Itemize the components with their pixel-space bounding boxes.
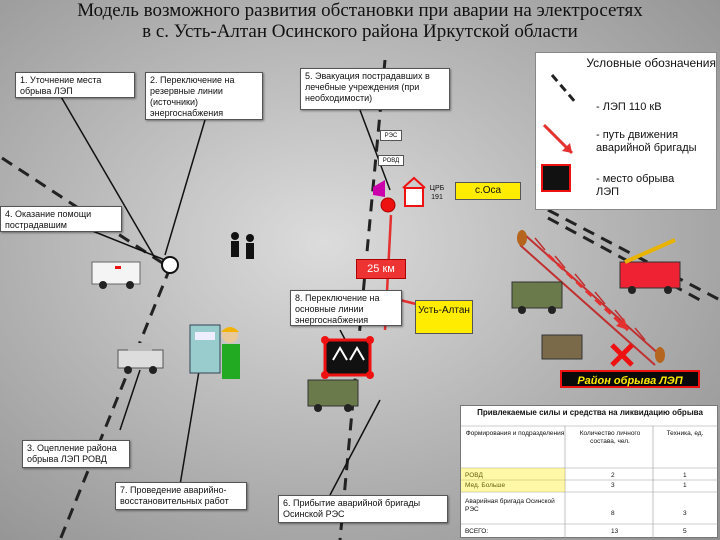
legend-line-label: - ЛЭП 110 кВ [596,101,662,113]
step-8-box: 8. Переключение на основные линии энерго… [290,290,402,326]
leader-s4 [89,229,171,263]
leader-s1 [59,94,156,259]
table-cell: 8 [611,510,615,517]
crane-truck-icon [619,238,681,294]
leader-s7 [179,364,201,486]
control-panel-icon [189,324,221,374]
break-site-icon [321,336,374,379]
legend: Условные обозначения - ЛЭП 110 кВ - путь… [535,52,717,210]
header-cell: Техника, ед. [666,430,704,437]
legend-break-symbol [541,164,571,192]
forces-title: Привлекаемые силы и средства на ликвидац… [477,408,703,417]
table-cell: 13 [611,528,619,535]
table-cell: 2 [611,472,615,479]
break-cross-icon [610,343,634,367]
title-line-1: Модель возможного развития обстановки пр… [77,0,643,21]
table-cell: Аварийная бригада Осинской РЭС [465,498,555,513]
step-1-box: 1. Уточнение места обрыва ЛЭП [15,72,135,98]
route-arrow [546,253,630,332]
crb-label: ЦРБ [429,185,445,192]
pole-end-icon [655,347,665,363]
tower [554,255,566,269]
header-cell: Формирования и подразделения [465,430,565,437]
forces-table: Привлекаемые силы и средства на ликвидац… [460,405,719,539]
step-5-box: 5. Эвакуация пострадавших в лечебные учр… [300,68,450,110]
switch-icon [161,197,396,274]
step-2-box: 2. Переключение на резервные линии (исто… [145,72,263,120]
leader-s6 [329,399,381,496]
osa-label: с.Оса [455,182,521,200]
break-area-label: Район обрыва ЛЭП [560,370,700,388]
tower [594,291,606,305]
step-6-box: 6. Прибытие аварийной бригады Осинской Р… [278,495,448,523]
table-cell: 5 [683,528,687,535]
tower [634,327,646,341]
tractor-icon [541,334,583,360]
leader-s3 [119,369,141,431]
ambulance-icon [91,261,141,289]
distance-label: 25 км [356,259,406,279]
pole-end-icon [517,230,527,246]
table-cell: ВСЕГО: [465,528,489,535]
legend-route-label: - путь движения аварийной бригады [596,129,697,154]
table-grid [461,425,719,539]
legend-symbols [541,74,578,192]
truck-icon [307,379,359,412]
table-cell: 3 [611,482,615,489]
truck-icon [511,281,563,314]
police-car-icon [117,343,164,374]
leader-s2 [164,119,206,256]
tower [534,237,546,251]
step-7-box: 7. Проведение аварийно-восстановительных… [115,482,247,510]
title-line-2: в с. Усть-Алтан Осинского района Иркутск… [142,21,578,42]
table-cell: 1 [683,482,687,489]
legend-route-arrowhead [562,143,572,153]
legend-break-label: - место обрыва ЛЭП [596,173,675,198]
step-3-box: 3. Оцепление района обрыва ЛЭП РОВД [22,440,130,468]
table-cell: 1 [683,472,687,479]
flag-icon [373,180,385,197]
worker-icon [221,327,240,379]
ust-altan-label: Усть-Алтан [415,300,473,334]
crb-number: 191 [431,194,443,201]
route-arrowhead [616,318,628,330]
hospital-icon [402,176,426,207]
table-cell: 3 [683,510,687,517]
people-icon [231,232,254,259]
rovd-tag: РОВД [378,155,404,166]
header-cell: Количество личного состава, чел. [579,430,641,445]
legend-line-symbol [550,74,578,104]
step-4-box: 4. Оказание помощи пострадавшим [0,206,122,232]
table-cell: Мед. Больше [465,482,506,489]
tower [574,273,586,287]
power-line-right [547,208,720,302]
res-tag: РЭС [380,130,402,141]
legend-title: Условные обозначения [586,56,716,70]
table-cell: РОВД [465,472,483,479]
map-title: Модель возможного развития обстановки пр… [0,0,720,42]
hospital-label: ЦРБ 191 [425,184,449,206]
leader-s5 [359,109,391,191]
